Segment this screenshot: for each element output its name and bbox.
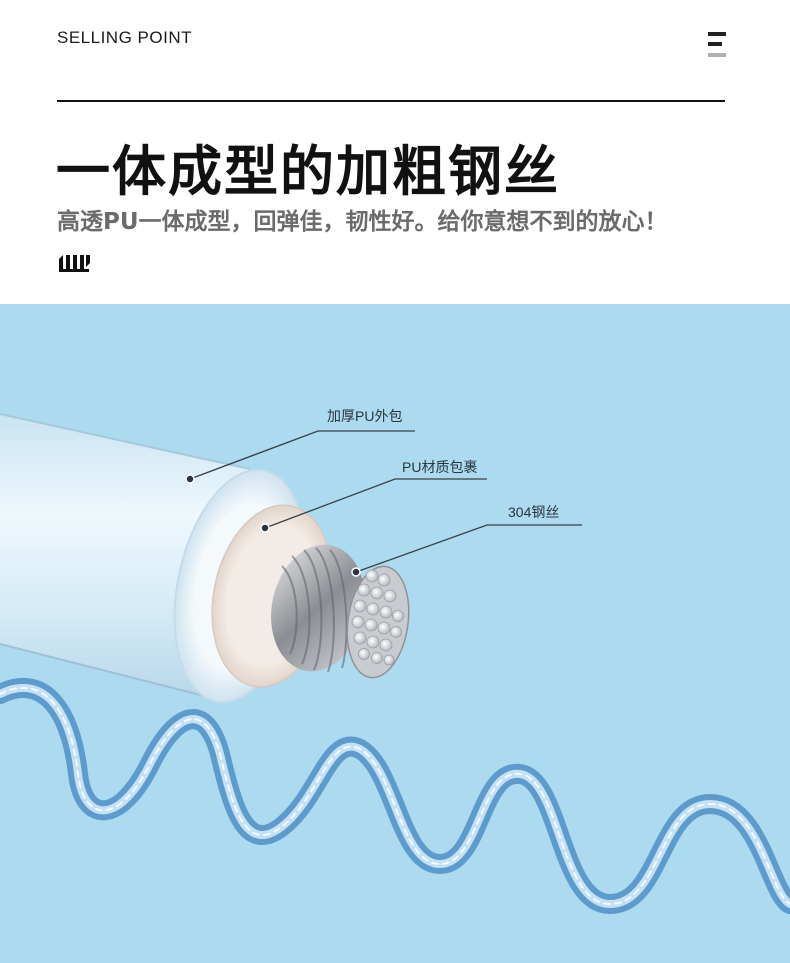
menu-icon[interactable] bbox=[708, 32, 726, 60]
stripes-icon bbox=[59, 255, 90, 272]
cable-tube bbox=[0, 413, 410, 704]
cable-cross-section-illustration: 加厚PU外包 PU材质包裹 304钢丝 bbox=[0, 408, 790, 915]
callout-label-outer-jacket: 加厚PU外包 bbox=[327, 408, 402, 424]
page-subtitle: 高透PU一体成型，回弹佳，韧性好。给你意想不到的放心！ bbox=[57, 209, 668, 235]
header-divider bbox=[57, 100, 725, 102]
callout-label-pu-wrap: PU材质包裹 bbox=[402, 459, 477, 475]
page-title: 一体成型的加粗钢丝 bbox=[56, 140, 560, 203]
section-label: SELLING POINT bbox=[57, 28, 192, 47]
callout-dots bbox=[185, 474, 361, 577]
coiled-cable bbox=[0, 678, 790, 915]
callout-lines bbox=[189, 430, 582, 573]
cable-diagram-panel: 加厚PU外包 PU材质包裹 304钢丝 bbox=[0, 304, 790, 963]
callout-label-steel-wire: 304钢丝 bbox=[508, 504, 559, 520]
steel-wire-ends bbox=[346, 565, 410, 679]
